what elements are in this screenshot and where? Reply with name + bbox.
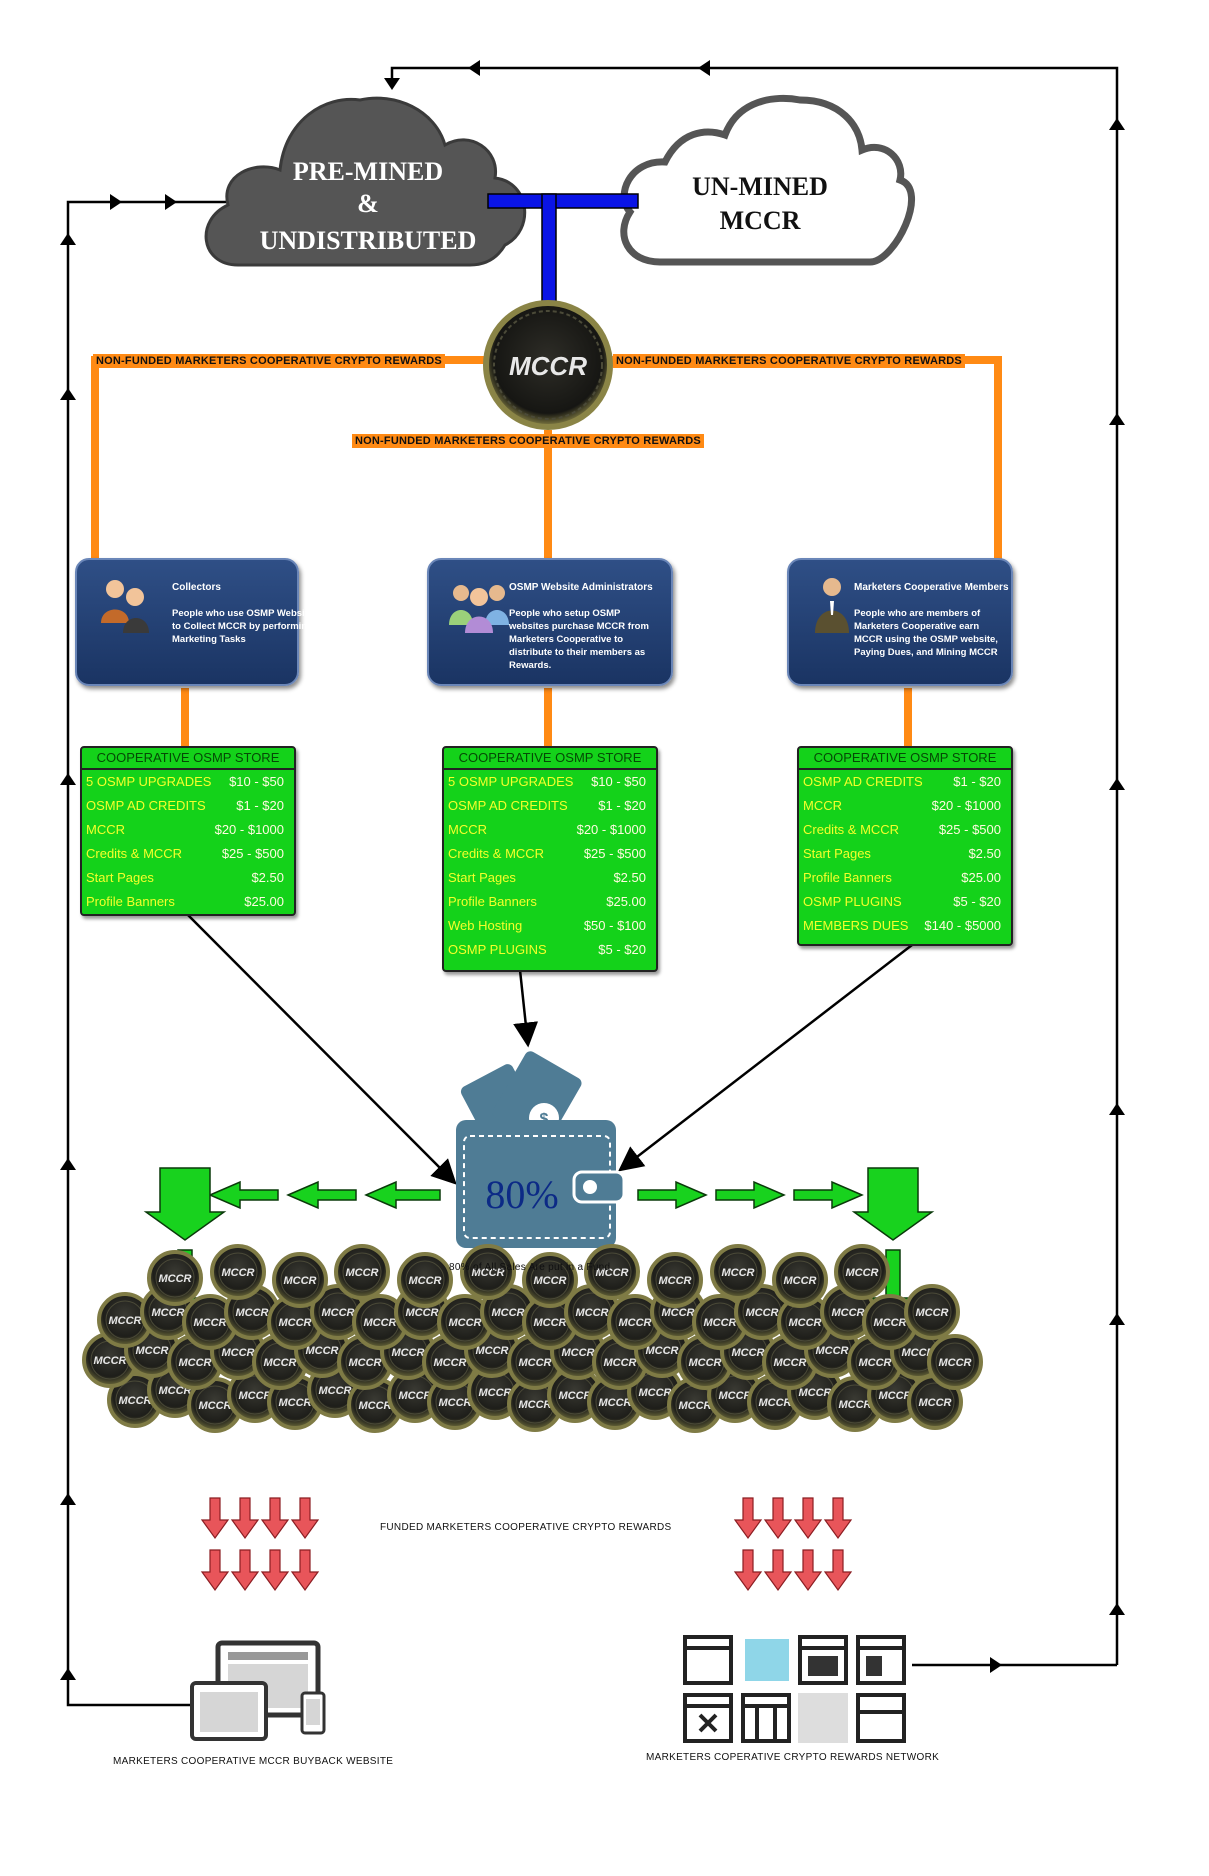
collectors-card: Collectors People who use OSMP Websites … xyxy=(75,558,318,686)
premined-line1: PRE-MINED xyxy=(293,157,443,186)
store-item[interactable]: Start Pages$2.50 xyxy=(448,870,646,885)
red-arrows-right xyxy=(734,1497,852,1591)
store-to-wallet-arrows xyxy=(184,911,913,1185)
store-item[interactable]: MCCR$20 - $1000 xyxy=(803,798,1001,813)
coin-pile xyxy=(82,1244,983,1433)
devices-icon xyxy=(190,1640,326,1741)
members-title: Marketers Cooperative Members xyxy=(854,582,1009,593)
store-item[interactable]: 5 OSMP UPGRADES$10 - $50 xyxy=(448,774,646,789)
members-desc: People who are members of Marketers Coop… xyxy=(854,608,998,658)
administrators-title: OSMP Website Administrators xyxy=(509,582,653,593)
unmined-line2: MCCR xyxy=(720,206,801,235)
store-item[interactable]: MEMBERS DUES$140 - $5000 xyxy=(803,918,1001,933)
blue-connector xyxy=(487,193,639,307)
rewards-network-label: MARKETERS COPERATIVE CRYPTO REWARDS NETW… xyxy=(646,1752,940,1763)
collectors-title: Collectors xyxy=(172,582,221,593)
svg-text:$: $ xyxy=(540,1111,549,1128)
wallet-icon: $ 80% xyxy=(456,1051,626,1248)
store-members: COOPERATIVE OSMP STORE OSMP AD CREDITS$1… xyxy=(797,746,1013,946)
store-item[interactable]: Start Pages$2.50 xyxy=(86,870,284,885)
store-item[interactable]: Credits & MCCR$25 - $500 xyxy=(803,822,1001,837)
store-item[interactable]: OSMP AD CREDITS$1 - $20 xyxy=(803,774,1001,789)
premined-line2: & xyxy=(357,189,379,218)
mccr-coin-main: MCCR xyxy=(483,300,613,430)
store-item[interactable]: Profile Banners$25.00 xyxy=(803,870,1001,885)
store-item[interactable]: OSMP PLUGINS$5 - $20 xyxy=(448,942,646,957)
store-header: COOPERATIVE OSMP STORE xyxy=(82,748,294,770)
businessman-icon xyxy=(815,578,849,633)
collectors-desc: People who use OSMP Websites to Collect … xyxy=(172,608,319,645)
funded-label: FUNDED MARKETERS COOPERATIVE CRYPTO REWA… xyxy=(380,1522,672,1533)
red-arrows-left xyxy=(201,1497,319,1591)
store-item[interactable]: OSMP AD CREDITS$1 - $20 xyxy=(448,798,646,813)
members-card: Marketers Cooperative Members People who… xyxy=(787,558,1013,686)
store-collectors: COOPERATIVE OSMP STORE 5 OSMP UPGRADES$1… xyxy=(80,746,296,916)
store-header: COOPERATIVE OSMP STORE xyxy=(799,748,1011,770)
store-item[interactable]: OSMP AD CREDITS$1 - $20 xyxy=(86,798,284,813)
store-item[interactable]: Credits & MCCR$25 - $500 xyxy=(86,846,284,861)
rewards-label-left: NON-FUNDED MARKETERS COOPERATIVE CRYPTO … xyxy=(93,354,445,368)
unmined-line1: UN-MINED xyxy=(692,172,828,201)
rewards-label-right: NON-FUNDED MARKETERS COOPERATIVE CRYPTO … xyxy=(613,354,965,368)
store-header: COOPERATIVE OSMP STORE xyxy=(444,748,656,770)
store-item[interactable]: Web Hosting$50 - $100 xyxy=(448,918,646,933)
store-administrators: COOPERATIVE OSMP STORE 5 OSMP UPGRADES$1… xyxy=(442,746,658,972)
store-item[interactable]: OSMP PLUGINS$5 - $20 xyxy=(803,894,1001,909)
store-item[interactable]: Start Pages$2.50 xyxy=(803,846,1001,861)
premined-line3: UNDISTRIBUTED xyxy=(260,226,477,255)
outer-loop xyxy=(66,66,1119,1707)
store-item[interactable]: 5 OSMP UPGRADES$10 - $50 xyxy=(86,774,284,789)
buyback-website-label: MARKETERS COOPERATIVE MCCR BUYBACK WEBSI… xyxy=(113,1756,394,1767)
store-item[interactable]: MCCR$20 - $1000 xyxy=(448,822,646,837)
loop-arrowheads xyxy=(60,60,1125,1680)
wallet-caption: 80% of All Sales Are put in a Fund xyxy=(449,1262,611,1273)
premined-cloud: PRE-MINED & UNDISTRIBUTED xyxy=(204,96,527,267)
unmined-cloud: UN-MINED MCCR xyxy=(620,94,915,266)
store-item[interactable]: MCCR$20 - $1000 xyxy=(86,822,284,837)
people-icon xyxy=(101,580,149,633)
group-icon xyxy=(449,585,509,633)
administrators-card: OSMP Website Administrators People who s… xyxy=(427,558,673,686)
coin-label: MCCR xyxy=(509,351,587,381)
administrators-desc: People who setup OSMP websites purchase … xyxy=(509,608,649,671)
rewards-label-center: NON-FUNDED MARKETERS COOPERATIVE CRYPTO … xyxy=(352,434,704,448)
network-icon-grid xyxy=(683,1635,906,1743)
store-item[interactable]: Profile Banners$25.00 xyxy=(86,894,284,909)
store-item[interactable]: Profile Banners$25.00 xyxy=(448,894,646,909)
wallet-percent: 80% xyxy=(485,1172,558,1217)
store-item[interactable]: Credits & MCCR$25 - $500 xyxy=(448,846,646,861)
